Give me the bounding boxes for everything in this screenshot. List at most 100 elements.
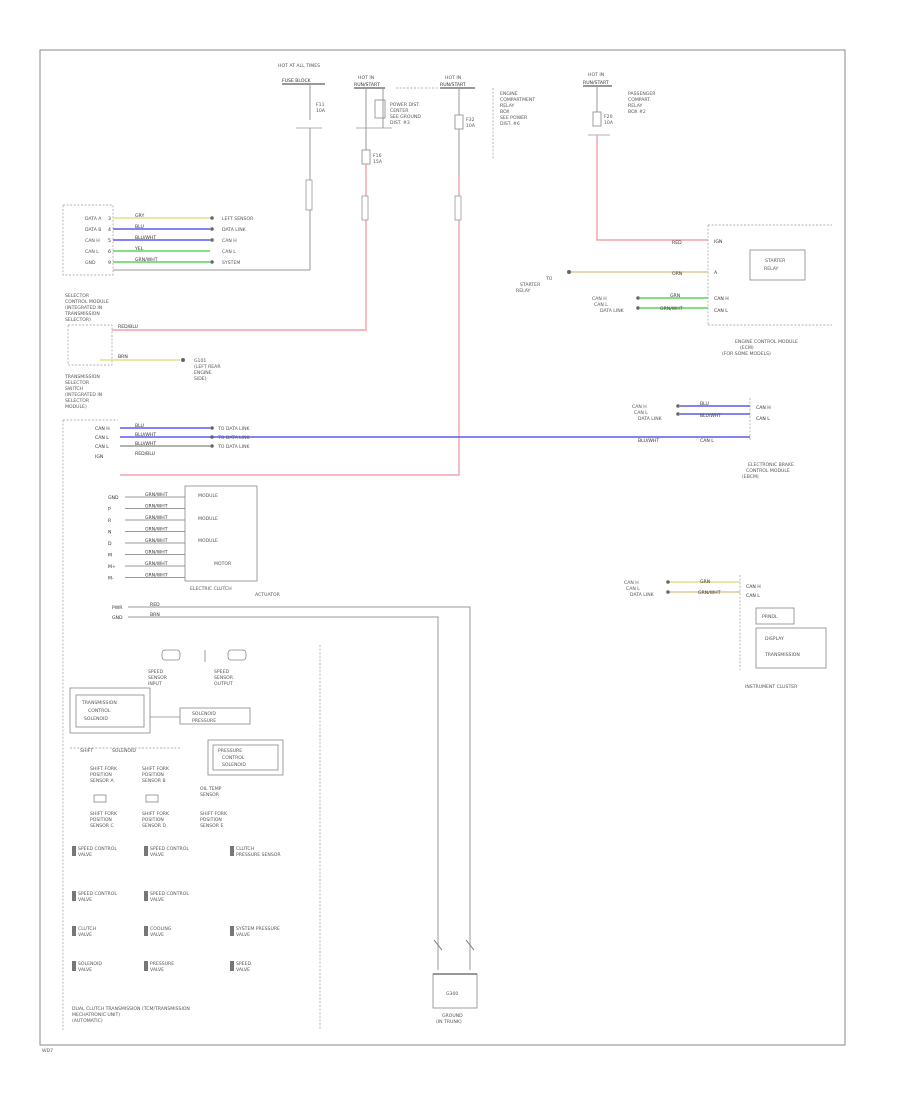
ebcm-title-1: CONTROL MODULE xyxy=(746,468,790,474)
mid-pin: IGN xyxy=(95,454,103,460)
clutch-title-0: ELECTRIC CLUTCH xyxy=(190,586,232,592)
ecm-box-0: STARTER xyxy=(765,258,786,264)
bar-mid-1: PRESSURE xyxy=(192,718,216,724)
instrument-cluster: GRN GRN/WHT CAN H CAN L CAN H CAN L DATA… xyxy=(624,575,827,690)
shifter-title-4: SELECTOR xyxy=(65,398,90,404)
valve-symbol xyxy=(230,926,234,936)
sensor-label: SHIFT FORK xyxy=(200,811,228,817)
fuse-note-b-1: COMPARTMENT xyxy=(500,97,535,103)
diagram-frame xyxy=(39,49,846,1046)
bottom-title-2: (AUTOMATIC) xyxy=(72,1018,103,1024)
valve-label: VALVE xyxy=(236,967,250,973)
gnd-dest-2: ENGINE xyxy=(194,370,212,376)
fuse-note-0: POWER DIST. xyxy=(390,102,420,108)
fuse-note-c-0: PASSENGER xyxy=(628,91,656,97)
multi-wire-label: GRN/WHT xyxy=(145,492,168,498)
ebcm-title-2: (EBCM) xyxy=(742,474,759,480)
hot-run-b-0: HOT IN xyxy=(445,75,461,81)
fuse-note-b-4: SEE POWER xyxy=(500,115,528,121)
ecm-pin-3: CAN L xyxy=(714,308,728,314)
mid-wire-label: RED/BLU xyxy=(135,451,155,457)
pair-a-0: SPEED xyxy=(148,669,163,675)
sensor-label: SENSOR B xyxy=(142,778,166,784)
left-pin: 5 xyxy=(108,238,111,244)
valve-label: SOLENOID xyxy=(78,961,102,967)
multi-pin: P xyxy=(108,507,111,513)
ign-wire-label: RED/BLU xyxy=(118,324,138,330)
module-title-0: SELECTOR xyxy=(65,293,90,299)
fuse-a-label: F11 xyxy=(316,102,325,108)
pwr-wire-0: RED xyxy=(150,602,160,608)
left-wire-end xyxy=(210,260,214,264)
bar-mid-0: SOLENOID xyxy=(192,711,216,717)
sensor-label: SENSOR xyxy=(200,792,220,798)
ecm-title-1: (ECM) xyxy=(740,345,754,351)
left-signal: GND xyxy=(85,260,96,266)
left-signal: DATA A xyxy=(85,216,102,222)
valve-label: VALVE xyxy=(236,932,250,938)
multi-pin: R xyxy=(108,518,112,524)
ecm-dest-2: RELAY xyxy=(516,288,531,294)
valve-symbol xyxy=(144,846,148,856)
ecm-wire-3: GRN/WHT xyxy=(660,306,683,312)
footer-code: WD7 xyxy=(42,1048,53,1054)
module-title-4: SELECTOR) xyxy=(65,317,91,323)
fuse-note-c-1: COMPART. xyxy=(628,97,651,103)
valve-label: CLUTCH xyxy=(78,926,96,932)
left-wire-label: GRY xyxy=(135,213,144,219)
fuse-note-b-5: DIST. #6 xyxy=(500,121,520,127)
sensor-label: SHIFT FORK xyxy=(90,811,118,817)
clutch-label-0: MODULE xyxy=(198,493,218,499)
multi-wire-label: GRN/WHT xyxy=(145,527,168,533)
hot-run-a-1: RUN/START xyxy=(354,82,380,88)
ground-label: G300 xyxy=(446,991,458,997)
ebcm-wire-1: BLU/WHT xyxy=(700,413,721,419)
pair-b-0: SPEED xyxy=(214,669,229,675)
left-dest: CAN H xyxy=(222,238,237,244)
shifter-title-0: TRANSMISSION xyxy=(64,374,100,380)
sensor-label: SHIFT FORK xyxy=(142,811,170,817)
box-right-2: SOLENOID xyxy=(222,762,246,768)
valve-label: VALVE xyxy=(150,897,164,903)
module-title-1: CONTROL MODULE xyxy=(65,299,109,305)
sensor-symbol xyxy=(145,794,159,803)
mid-wire-label: BLU/WHT xyxy=(135,441,156,447)
fuse-b-label: F16 xyxy=(373,153,382,159)
valve-symbol xyxy=(72,846,76,856)
pair-a-2: INPUT xyxy=(148,681,162,687)
tcm-internals: SPEED SENSOR INPUT SPEED SENSOR OUTPUT T… xyxy=(69,649,284,1024)
left-signal: DATA B xyxy=(85,227,101,233)
valve-label: VALVE xyxy=(78,932,92,938)
pair-b-2: OUTPUT xyxy=(214,681,233,687)
valve-label: SPEED CONTROL xyxy=(150,846,189,852)
multi-pin: N xyxy=(108,530,111,536)
valve-label: PRESSURE xyxy=(150,961,174,967)
mid-wire-label: BLU xyxy=(135,423,144,429)
mid-wire-end xyxy=(210,426,214,430)
ebcm-pin-0: CAN H xyxy=(756,405,771,411)
sensor-label: POSITION xyxy=(90,772,112,778)
valve-label: SPEED CONTROL xyxy=(78,846,117,852)
left-pin: 6 xyxy=(108,249,111,255)
valve-symbol xyxy=(72,961,76,971)
mid-dest: TO DATA LINK xyxy=(217,444,251,450)
valve-symbol xyxy=(72,891,76,901)
ecm-dest-b-0: CAN H xyxy=(592,296,607,302)
ic-dest-0: CAN H xyxy=(624,580,639,586)
valve-symbol xyxy=(72,926,76,936)
multi-pin: D xyxy=(108,541,112,547)
sensor-label: SENSOR C xyxy=(90,823,114,829)
fuse-note-1: CENTER xyxy=(390,108,409,114)
pwr-pin-1: GND xyxy=(112,615,123,621)
sensor-label: SENSOR D xyxy=(142,823,166,829)
shifter-title-2: SWITCH xyxy=(65,386,83,392)
fuse-c-label: F32 xyxy=(466,117,475,123)
ic-dest-2: DATA LINK xyxy=(630,592,655,598)
box-right-0: PRESSURE xyxy=(218,748,242,754)
valve-label: VALVE xyxy=(150,852,164,858)
mid-wire-end xyxy=(210,444,214,448)
sensor-label: POSITION xyxy=(142,772,164,778)
fuse-note-c-3: BOX #2 xyxy=(628,109,646,115)
fuse-note-2: SEE GROUND xyxy=(390,114,421,120)
